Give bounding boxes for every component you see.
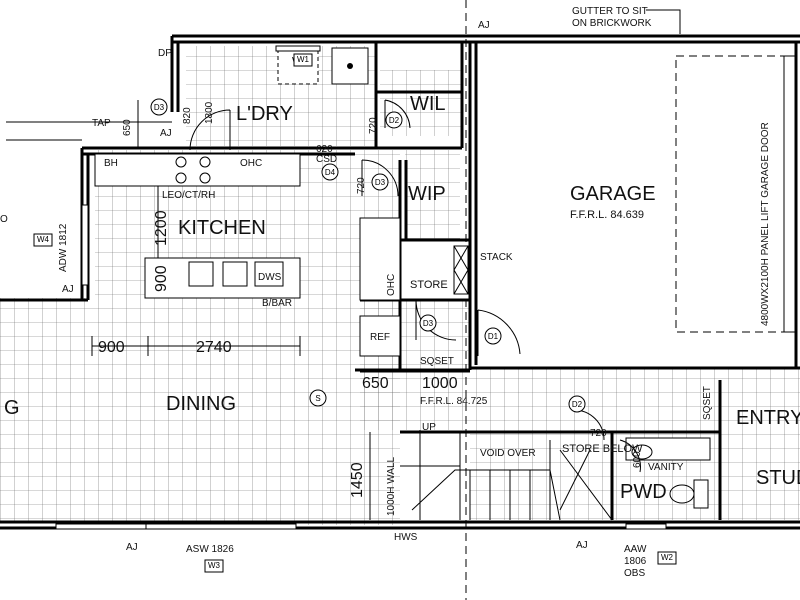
svg-text:D4: D4 <box>325 168 336 177</box>
dim-900: 900 <box>98 339 125 356</box>
door-tag-d3-wip: D3 <box>371 173 389 191</box>
svg-text:W3: W3 <box>208 561 221 570</box>
room-label-store: STORE <box>410 279 448 291</box>
s-marker: S <box>309 389 327 407</box>
dim-1800: 1800 <box>204 101 215 124</box>
room-label-wip: WIP <box>408 183 446 205</box>
room-label-kitchen: KITCHEN <box>178 217 266 239</box>
dp-label: DP <box>158 48 172 59</box>
room-label-laundry: L'DRY <box>236 103 293 125</box>
room-label-entry: ENTRY <box>736 407 800 429</box>
room-label-study: STUD <box>756 467 800 489</box>
svg-text:D1: D1 <box>488 332 499 341</box>
ref-label: REF <box>370 332 390 343</box>
stack <box>453 245 469 295</box>
room-label-wil: WIL <box>410 93 446 115</box>
svg-text:D3: D3 <box>154 103 165 112</box>
garage-ffrl: F.F.R.L. 84.639 <box>570 209 644 221</box>
dim-1000: 1000 <box>422 375 458 392</box>
windows <box>55 45 667 530</box>
dim-720-wip: 720 <box>356 177 367 194</box>
door-tag-d3-laundry: D3 <box>150 98 168 116</box>
window-tag-w4: W4 <box>33 233 53 247</box>
door-tag-d2-bottom: D2 <box>568 395 586 413</box>
aaw-size: 1806 <box>624 556 647 567</box>
svg-text:W4: W4 <box>37 235 50 244</box>
bh-label: BH <box>104 158 118 169</box>
svg-text:D3: D3 <box>423 319 434 328</box>
dws-label: DWS <box>258 272 282 283</box>
up-label: UP <box>422 422 436 433</box>
aj-top: AJ <box>478 20 490 31</box>
dim-620: 620 <box>316 144 333 155</box>
hws-label: HWS <box>394 532 418 543</box>
aj-laundry: AJ <box>160 128 172 139</box>
wall-1000h-label: 1000H WALL <box>386 456 397 516</box>
window-tag-w3: W3 <box>204 559 224 573</box>
aj-bottom-left: AJ <box>126 542 138 553</box>
dim-900-island: 900 <box>153 265 170 292</box>
room-label-pwd: PWD <box>620 481 667 503</box>
room-label-dining: DINING <box>166 393 236 415</box>
ohc-label: OHC <box>240 158 262 169</box>
svg-text:D2: D2 <box>389 116 400 125</box>
obs-label: OBS <box>624 568 645 579</box>
ohc-vertical-label: OHC <box>386 274 397 296</box>
dim-820: 820 <box>182 107 193 124</box>
gutter-note-line1: GUTTER TO SIT <box>572 6 648 17</box>
dim-720-wil: 720 <box>368 117 379 134</box>
door-tag-d3-store: D3 <box>419 314 437 332</box>
aaw-label: AAW <box>624 544 647 555</box>
bbar-label: B/BAR <box>262 298 292 309</box>
door-tag-d4: D4 <box>321 163 339 181</box>
aj-bottom-right: AJ <box>576 540 588 551</box>
window-tag-w1: W1 <box>293 53 313 67</box>
svg-text:D3: D3 <box>375 178 386 187</box>
svg-text:S: S <box>315 394 320 403</box>
vanity-label: VANITY <box>648 462 684 473</box>
svg-text:D2: D2 <box>572 400 583 409</box>
sqset-label: SQSET <box>420 356 454 367</box>
store-below-label: STORE BELOW <box>562 443 643 455</box>
dim-2740: 2740 <box>196 339 232 356</box>
door-tag-d1: D1 <box>484 327 502 345</box>
aj-left: AJ <box>62 284 74 295</box>
asw-label: ASW 1826 <box>186 544 234 555</box>
garage-door-outline <box>675 55 797 333</box>
room-label-garage: GARAGE <box>570 183 656 205</box>
void-over-label: VOID OVER <box>480 448 536 459</box>
kitchen-bench <box>94 153 401 357</box>
sqset-vertical-label: SQSET <box>702 386 713 420</box>
garage-door-label: 4800WX2100H PANEL LIFT GARAGE DOOR <box>760 122 771 326</box>
stair <box>400 430 613 521</box>
window-tag-w2: W2 <box>657 551 677 565</box>
stack-label: STACK <box>480 252 513 263</box>
pwd-fixtures <box>625 437 711 509</box>
tiled-floor <box>0 46 800 525</box>
svg-text:W1: W1 <box>297 55 310 64</box>
svg-text:W2: W2 <box>661 553 674 562</box>
door-tag-d2-top: D2 <box>385 111 403 129</box>
ffrl-main: F.F.R.L. 84.725 <box>420 396 488 407</box>
dim-720-pwd: 720 <box>590 428 607 439</box>
adw-label: ADW 1812 <box>58 223 69 272</box>
dim-650: 650 <box>362 375 389 392</box>
dim-1200: 1200 <box>153 210 170 246</box>
leo-label: LEO/CT/RH <box>162 190 215 201</box>
tap-label: TAP <box>92 118 111 129</box>
dim-1450: 1450 <box>349 462 366 498</box>
o-marker: O <box>0 214 8 225</box>
dimension-lines <box>91 100 470 520</box>
dim-650-tap: 650 <box>122 119 133 136</box>
csd-label: CSD <box>316 154 337 165</box>
dim-600: 600 <box>632 451 643 468</box>
gutter-note-line2: ON BRICKWORK <box>572 18 652 29</box>
room-label-living: G <box>4 397 20 419</box>
